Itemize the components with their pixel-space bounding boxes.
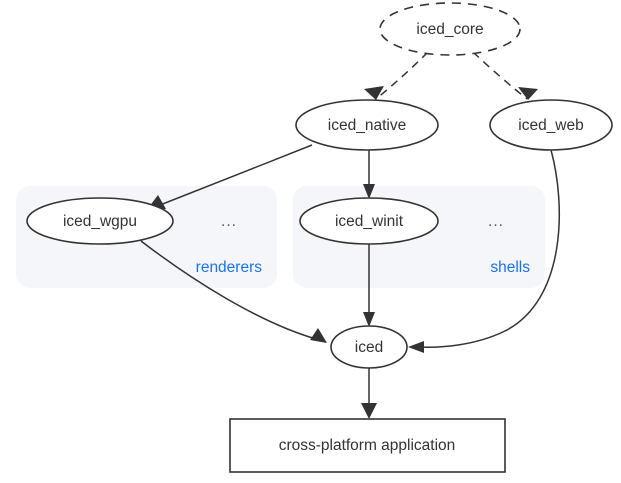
arrow-head-icon: [363, 312, 375, 327]
node-iced-web[interactable]: iced_web: [489, 99, 613, 151]
cluster-shells-label: shells: [490, 259, 530, 276]
arrow-head-icon: [363, 184, 375, 199]
node-iced-web-shape[interactable]: [489, 99, 613, 151]
node-iced-winit-label: iced_winit: [335, 213, 404, 230]
node-iced-core[interactable]: iced_core: [379, 2, 521, 56]
node-iced-shape[interactable]: [330, 325, 408, 369]
node-iced-wgpu-label: iced_wgpu: [63, 213, 137, 230]
node-iced-winit[interactable]: iced_winit: [299, 197, 439, 245]
edges-layer: [140, 51, 561, 419]
arrow-head-icon: [408, 341, 424, 353]
edge-line: [154, 144, 313, 208]
node-iced-native-label: iced_native: [328, 117, 406, 134]
node-iced-wgpu[interactable]: iced_wgpu: [26, 197, 174, 245]
edge-iced-winit-to-iced: [363, 244, 375, 327]
cluster-renderers-label: renderers: [196, 259, 263, 276]
edge-line: [417, 149, 561, 348]
node-application-label: cross-platform application: [279, 437, 456, 454]
cluster-renderers-ellipsis: ...: [221, 213, 237, 230]
node-iced-label: iced: [355, 339, 383, 356]
node-iced[interactable]: iced: [330, 325, 408, 369]
node-application-shape[interactable]: [229, 418, 506, 473]
cluster-shells-ellipsis: ...: [488, 213, 504, 230]
edge-iced-core-to-iced-web: [472, 51, 538, 100]
edge-iced-wgpu-to-iced: [140, 240, 327, 343]
arrow-head-icon: [310, 328, 327, 343]
arrow-head-icon: [361, 403, 377, 419]
node-iced-native-shape[interactable]: [295, 99, 439, 151]
node-iced-wgpu-shape[interactable]: [26, 197, 174, 245]
edge-iced-to-application: [361, 368, 377, 419]
node-iced-core-label: iced_core: [416, 21, 483, 38]
edge-iced-native-to-iced-winit: [363, 150, 375, 199]
edge-line: [140, 240, 317, 340]
node-iced-winit-shape[interactable]: [299, 197, 439, 245]
node-cross-platform-application[interactable]: cross-platform application: [229, 418, 506, 473]
arrow-head-icon: [364, 86, 384, 100]
node-iced-web-label: iced_web: [518, 117, 584, 134]
node-iced-core-shape[interactable]: [379, 2, 521, 56]
arrow-head-icon: [518, 87, 538, 100]
edge-line: [472, 51, 528, 100]
node-iced-native[interactable]: iced_native: [295, 99, 439, 151]
edge-line: [375, 51, 429, 100]
edge-iced-core-to-iced-native: [364, 51, 429, 100]
edge-iced-web-to-iced: [408, 149, 561, 353]
